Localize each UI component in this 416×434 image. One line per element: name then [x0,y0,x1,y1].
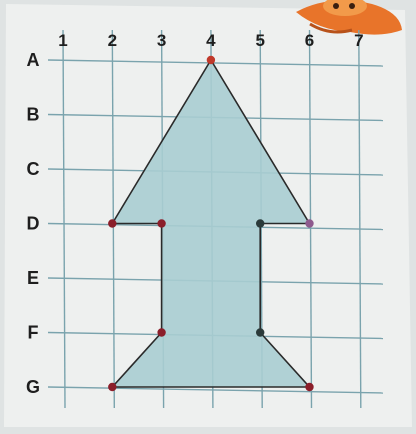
row-label-E: E [27,268,39,288]
vertex-6D [305,219,314,228]
column-label-6: 6 [305,31,314,50]
column-label-7: 7 [354,31,363,50]
column-labels: 1 2 3 4 5 6 7 [58,31,363,50]
column-label-1: 1 [58,31,67,50]
vertex-3F [157,328,166,337]
grid-line-col-6 [308,29,313,409]
row-label-B: B [27,105,40,125]
vertex-2G [108,382,117,392]
vertex-2D [108,219,117,228]
row-label-D: D [27,214,40,234]
grid-line-row-G [47,386,384,394]
grid-line-row-A [47,59,384,67]
vertex-6G [305,382,314,392]
vertex-3D [157,219,166,228]
row-label-C: C [27,159,40,179]
grid-line-col-2 [111,29,115,409]
arrow-shape-layer [108,55,314,392]
vertex-5D [256,219,265,228]
column-label-3: 3 [157,31,166,50]
row-label-A: A [27,50,40,70]
row-labels: A B C D E F G [26,50,40,397]
row-label-G: G [26,377,40,397]
column-label-4: 4 [206,31,216,50]
row-label-F: F [28,323,39,343]
grid-line-col-1 [62,29,66,409]
arrow-shape [111,59,311,388]
column-label-5: 5 [255,31,264,50]
column-label-2: 2 [108,31,117,50]
vertex-4A [206,55,216,65]
grid-line-col-7 [358,29,362,409]
mascot-icon [296,0,402,35]
vertex-5F [256,328,265,337]
